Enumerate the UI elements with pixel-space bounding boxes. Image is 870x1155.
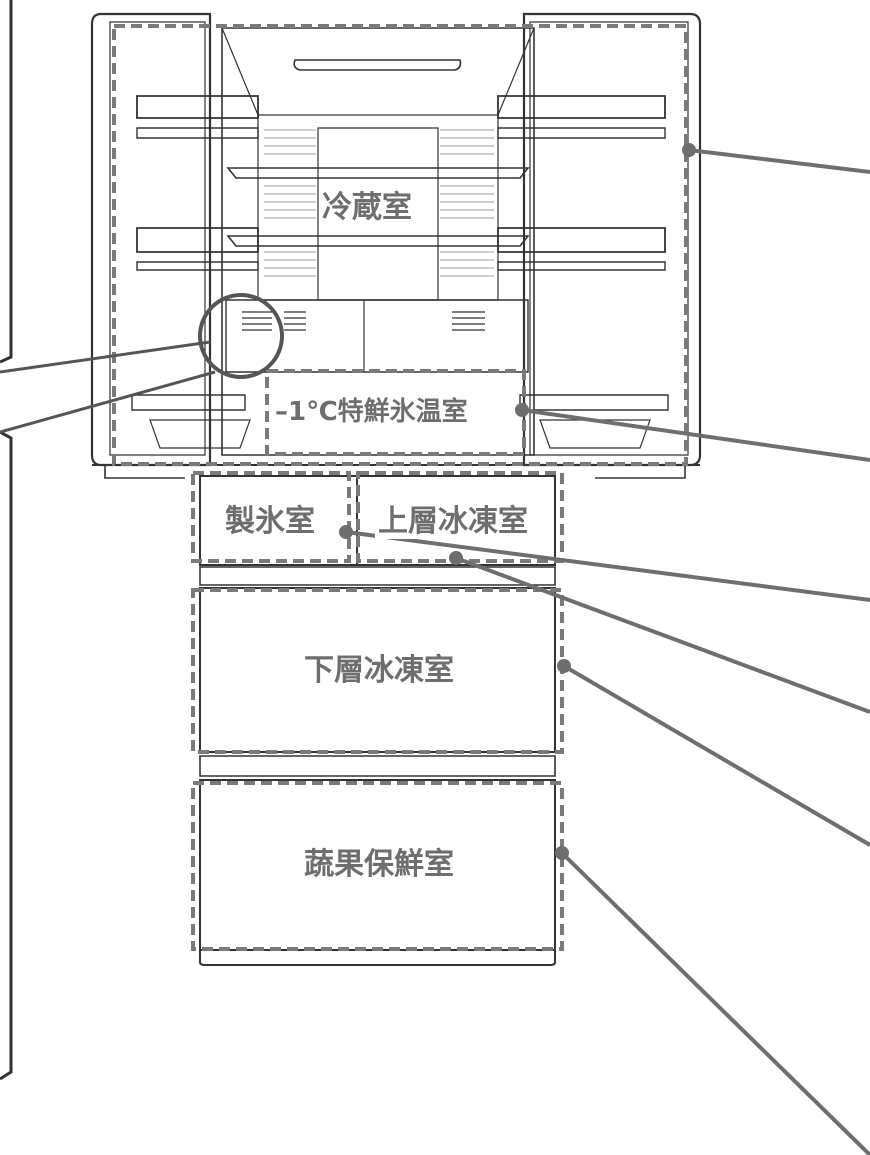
ice-maker-dot (339, 525, 353, 539)
vegetable-label: 蔬果保鮮室 (301, 848, 457, 882)
refrigerator-label: 冷蔵室 (319, 191, 415, 225)
left-bracket (0, 0, 13, 1081)
leader-lines (345, 148, 870, 1155)
leader-dots (339, 143, 696, 860)
vegetable-outline (191, 781, 564, 951)
vent-grilles (242, 129, 494, 331)
chilled-label: –1℃特鮮氷温室 (272, 397, 471, 427)
chilled-leader (521, 408, 870, 462)
refrigerator-outline (112, 24, 688, 466)
refrigerator-leader (688, 148, 870, 174)
magnifier (0, 293, 284, 434)
lower-freezer-label: 下層冰凍室 (301, 654, 457, 688)
upper-freezer-label: 上層冰凍室 (375, 505, 531, 539)
upper-freezer-dot (449, 551, 463, 565)
ice-maker-outline (191, 471, 351, 563)
lower-freezer-leader (562, 664, 870, 847)
chilled-dot (515, 403, 529, 417)
refrigerator-dot (682, 143, 696, 157)
ice-maker-leader (345, 530, 870, 602)
upper-freezer-leader (455, 556, 870, 714)
drawer-outlines (199, 475, 556, 966)
lower-freezer-dot (557, 659, 571, 673)
ice-maker-label: 製氷室 (222, 505, 318, 539)
vegetable-dot (555, 846, 569, 860)
vegetable-leader (560, 851, 870, 1155)
